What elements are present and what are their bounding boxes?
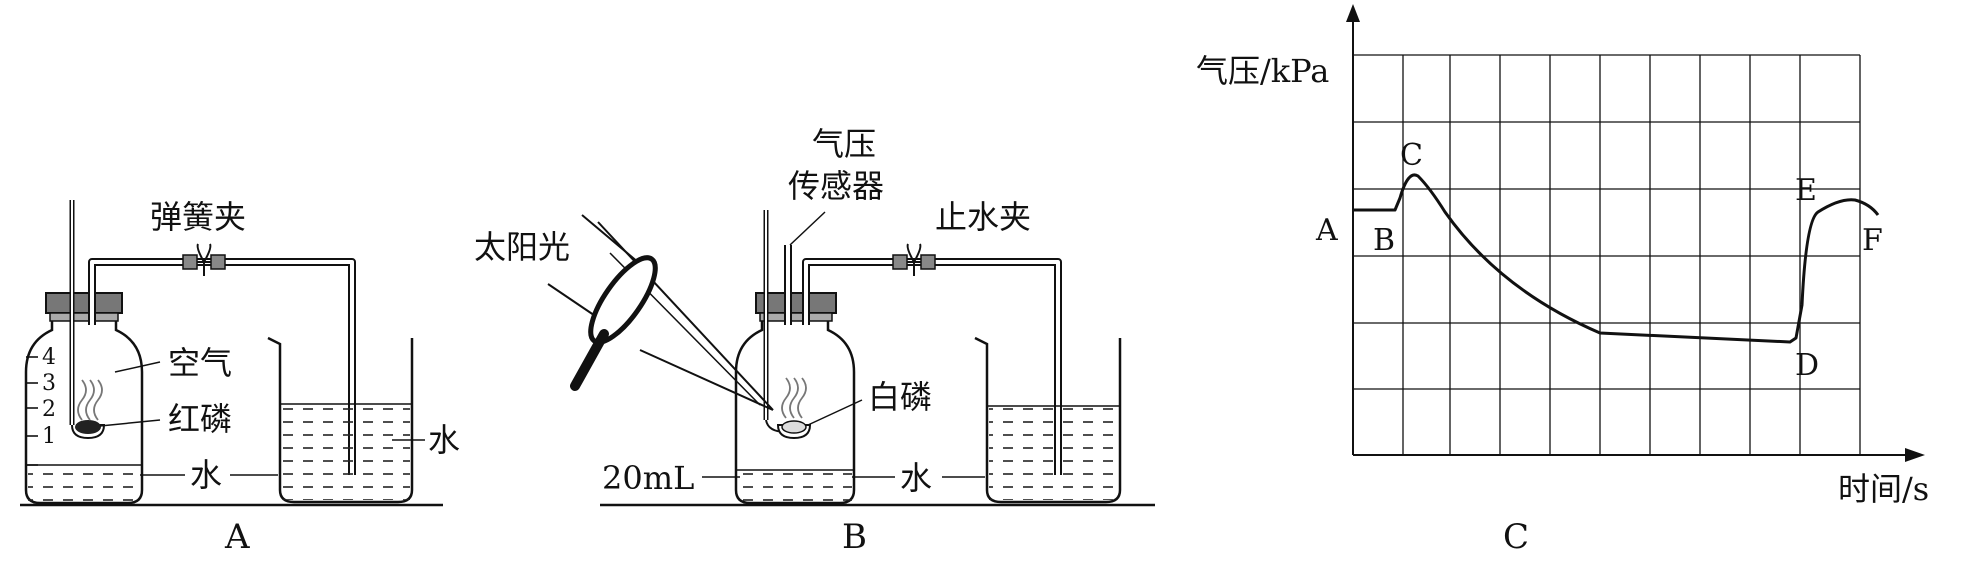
water-in-bottle-a [28, 465, 140, 501]
volume-scale-a [26, 356, 38, 466]
water-stop-clamp-icon [892, 243, 936, 276]
spring-clamp-label: 弹簧夹 [150, 198, 246, 236]
sensor-label-line1: 气压 [812, 125, 876, 163]
graph-grid [1353, 54, 1861, 455]
magnifying-glass-icon [547, 214, 774, 411]
pressure-curve [1353, 173, 1880, 344]
beaker-a [267, 336, 414, 504]
smoke-b [781, 377, 807, 419]
pressure-graph: 气压/kPa 时间/s A B C D E F C [1196, 4, 1929, 557]
scale-mark-4: 4 [42, 345, 56, 370]
x-axis-label: 时间/s [1838, 470, 1929, 508]
stopper-a [45, 292, 123, 314]
caption-b: B [842, 517, 867, 557]
y-axis-label: 气压/kPa [1196, 52, 1329, 90]
white-phosphorus [781, 420, 807, 434]
water-label-b: 水 [900, 459, 932, 497]
sensor-label-line2: 传感器 [788, 167, 884, 205]
x-axis-arrow-icon [1905, 448, 1925, 462]
beaker-b [974, 336, 1122, 504]
apparatus-a: 4 3 2 1 弹簧夹 空气 [20, 198, 460, 557]
bottle-b [734, 310, 856, 505]
white-phosphorus-label: 白磷 [868, 378, 932, 416]
caption-a: A [224, 517, 250, 557]
volume-label: 20mL [602, 459, 694, 497]
water-stop-clamp-label: 止水夹 [935, 198, 1031, 236]
water-in-beaker-a [282, 404, 410, 500]
air-label: 空气 [168, 344, 232, 382]
water-in-beaker-b [989, 406, 1118, 500]
scale-mark-1: 1 [42, 424, 56, 449]
scale-mark-3: 3 [42, 371, 56, 396]
red-phosphorus-label: 红磷 [168, 400, 232, 438]
spring-clamp-icon [182, 243, 226, 276]
sunlight-label: 太阳光 [474, 228, 570, 266]
smoke-a [77, 379, 103, 421]
water-label-a-beaker: 水 [428, 421, 460, 459]
point-b-label: B [1373, 223, 1395, 258]
water-in-bottle-b [738, 470, 852, 501]
red-phosphorus [75, 420, 101, 434]
bottle-a [24, 310, 144, 505]
apparatus-b: 止水夹 气压 传感器 太阳光 白磷 20mL 水 B [474, 125, 1155, 557]
point-e-label: E [1795, 173, 1817, 208]
point-d-label: D [1795, 348, 1819, 383]
point-c-label: C [1400, 138, 1423, 173]
point-f-label: F [1862, 223, 1883, 258]
water-label-a-bottle: 水 [190, 456, 222, 494]
y-axis-arrow-icon [1346, 4, 1360, 22]
scale-mark-2: 2 [42, 397, 56, 422]
point-a-label: A [1315, 213, 1338, 248]
caption-c: C [1503, 517, 1529, 557]
